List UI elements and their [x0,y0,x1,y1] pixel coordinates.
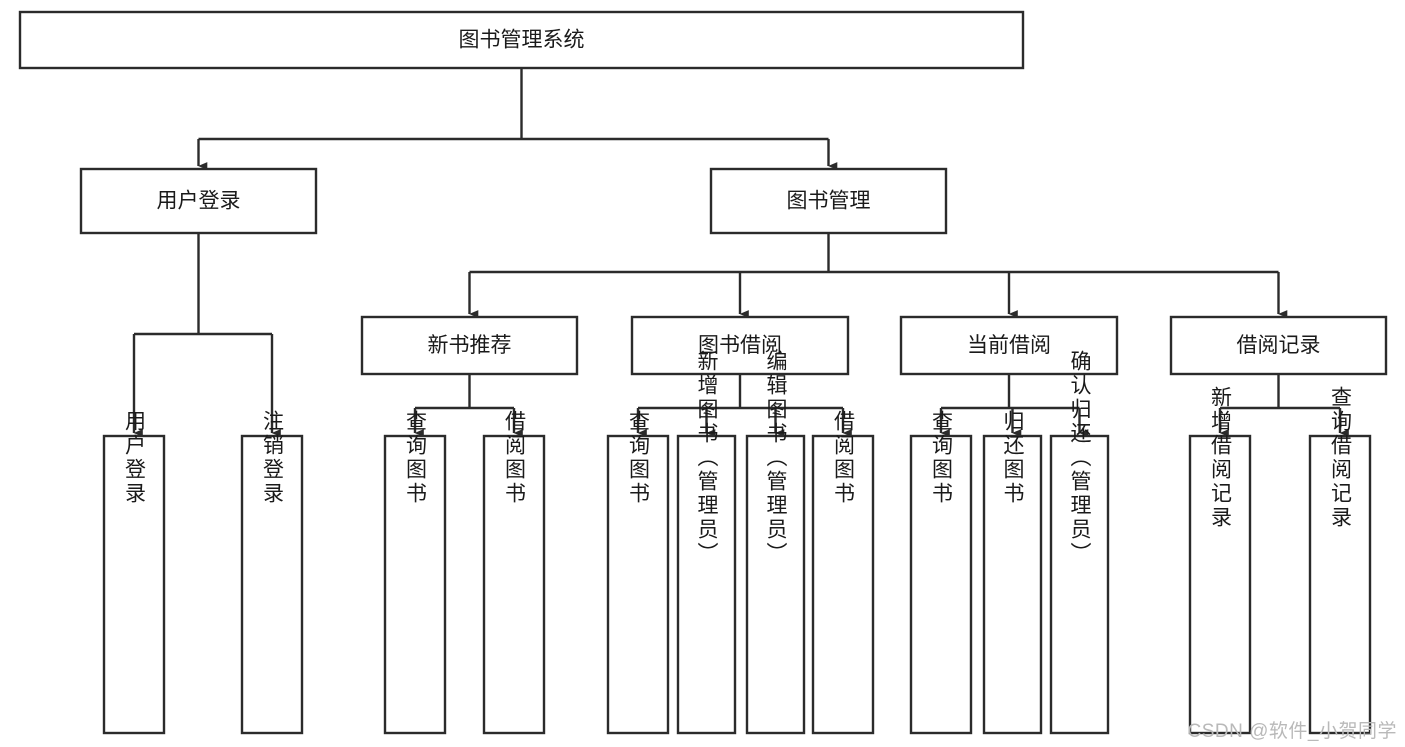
node-box[interactable] [383,434,447,735]
node-box[interactable] [606,434,670,735]
node-label: 借阅图书 [832,410,856,506]
node-leaf-add-book[interactable]: 新增图书（管理员） [676,350,737,735]
node-leaf-borrow-book-1[interactable]: 借阅图书 [482,410,546,735]
node-box[interactable] [482,434,546,735]
node-label: 当前借阅 [967,334,1051,357]
node-records[interactable]: 借阅记录 [1169,315,1388,376]
node-label: 查询图书 [930,410,954,506]
node-box[interactable] [630,315,850,376]
node-label: 图书借阅 [698,334,782,357]
node-label: 确认归还（管理员） [1068,350,1092,566]
node-leaf-add-record[interactable]: 新增借阅记录 [1188,386,1252,735]
node-box[interactable] [811,434,875,735]
node-label: 查询借阅记录 [1329,386,1353,530]
node-leaf-query-record[interactable]: 查询借阅记录 [1308,386,1372,735]
node-leaf-confirm-return[interactable]: 确认归还（管理员） [1049,350,1110,735]
node-box[interactable] [709,167,948,235]
node-box[interactable] [1049,434,1110,735]
node-leaf-user-login[interactable]: 用户登录 [102,410,166,735]
node-label: 新增图书（管理员） [695,350,719,566]
node-label: 查询图书 [404,410,428,506]
node-leaf-borrow-book-2[interactable]: 借阅图书 [811,410,875,735]
node-leaf-query-book-2[interactable]: 查询图书 [606,410,670,735]
node-bookmgmt[interactable]: 图书管理 [709,167,948,235]
node-label: 借阅图书 [503,410,527,506]
edge-layer [132,68,1349,437]
node-label: 新增借阅记录 [1209,386,1233,530]
node-label: 借阅记录 [1237,334,1321,357]
node-label: 归还图书 [1001,410,1025,506]
node-box[interactable] [102,434,166,735]
node-box[interactable] [909,434,973,735]
node-label: 用户登录 [157,190,241,213]
node-box[interactable] [1169,315,1388,376]
node-label: 注销登录 [261,410,285,506]
node-label: 图书管理系统 [459,29,585,52]
node-label: 查询图书 [627,410,651,506]
node-label: 编辑图书（管理员） [764,350,788,566]
node-label: 图书管理 [787,190,871,213]
node-box[interactable] [899,315,1119,376]
node-leaf-edit-book[interactable]: 编辑图书（管理员） [745,350,806,735]
node-box[interactable] [1308,434,1372,735]
node-box[interactable] [676,434,737,735]
node-box[interactable] [745,434,806,735]
node-box[interactable] [1188,434,1252,735]
node-label: 新书推荐 [428,334,512,357]
node-box[interactable] [360,315,579,376]
node-box[interactable] [18,10,1025,70]
node-label: 用户登录 [123,410,147,506]
node-root[interactable]: 图书管理系统 [18,10,1025,70]
node-leaf-query-book-1[interactable]: 查询图书 [383,410,447,735]
node-box[interactable] [982,434,1043,735]
node-borrow[interactable]: 图书借阅 [630,315,850,376]
node-newbook[interactable]: 新书推荐 [360,315,579,376]
node-box[interactable] [240,434,304,735]
node-layer: 图书管理系统用户登录图书管理新书推荐图书借阅当前借阅借阅记录用户登录注销登录查询… [18,10,1388,735]
node-leaf-user-logout[interactable]: 注销登录 [240,410,304,735]
node-box[interactable] [79,167,318,235]
node-current[interactable]: 当前借阅 [899,315,1119,376]
node-leaf-return-book[interactable]: 归还图书 [982,410,1043,735]
node-login[interactable]: 用户登录 [79,167,318,235]
csdn-watermark: CSDN @软件_小贺同学 [1187,721,1397,742]
node-leaf-query-book-3[interactable]: 查询图书 [909,410,973,735]
